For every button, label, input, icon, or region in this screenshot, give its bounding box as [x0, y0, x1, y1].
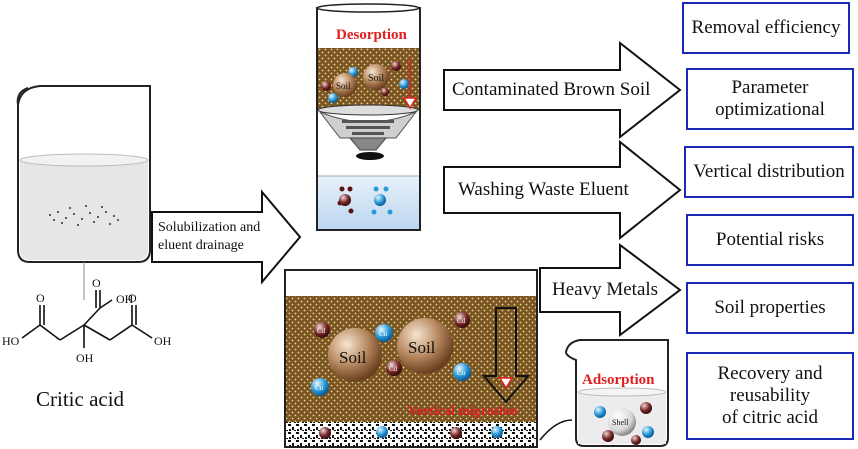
potential-risks-box: Potential risks — [686, 214, 854, 266]
adsorption-label: Adsorption — [582, 372, 655, 388]
cu-label-1: Cu — [379, 330, 388, 338]
adsorption-beaker — [564, 339, 669, 447]
molecule-oh-top: OH — [116, 292, 134, 306]
heavy-metals-arrow — [539, 243, 682, 337]
column-soil-label-2: Soil — [368, 73, 384, 84]
cd-label-1: Cd — [317, 327, 326, 335]
cu-label-3: Cu — [315, 384, 324, 392]
cu-label-2: Cu — [457, 369, 466, 377]
soil-label-left: Soil — [339, 348, 367, 367]
molecule-o-right: O — [128, 291, 137, 305]
vertical-distribution-box: Vertical distribution — [684, 146, 854, 198]
waste-eluent-arrow-label: Washing Waste Eluent — [458, 179, 629, 200]
soil-label-right: Soil — [408, 338, 436, 357]
citric-acid-structure — [21, 290, 153, 348]
brown-soil-arrow — [443, 40, 682, 140]
cd-label-2: Cd — [457, 317, 466, 325]
molecule-oh-right: OH — [154, 334, 172, 348]
recovery-box: Recovery and reusability of citric acid — [686, 352, 854, 440]
desorption-column — [316, 3, 421, 231]
critic-acid-label: Critic acid — [36, 387, 125, 411]
molecule-ho-left: HO — [2, 334, 20, 348]
removal-efficiency-box: Removal efficiency — [682, 2, 850, 54]
to-adsorption-arrow — [539, 419, 573, 441]
solubilization-arrow — [151, 189, 302, 285]
critic-acid-beaker — [16, 85, 151, 300]
waste-eluent-arrow — [443, 139, 682, 241]
molecule-oh-bottom: OH — [76, 351, 94, 365]
heavy-metals-arrow-label: Heavy Metals — [552, 279, 659, 300]
vertical-migration-label: Vertical migration — [408, 404, 518, 419]
soil-properties-box: Soil properties — [686, 282, 854, 334]
solubilization-label: Solubilization and eluent drainage — [158, 220, 261, 253]
column-soil-label-1: Soil — [336, 81, 351, 91]
molecule-o-top: O — [92, 276, 101, 290]
parameter-optimization-box: Parameter optimizational — [686, 68, 854, 130]
desorption-label: Desorption — [336, 27, 407, 43]
molecule-o-left: O — [36, 291, 45, 305]
soil-profile-box — [284, 269, 538, 448]
cd-label-3: Cd — [389, 365, 398, 373]
shell-label: Shell — [612, 418, 629, 427]
brown-soil-arrow-label: Contaminated Brown Soil — [452, 79, 651, 100]
